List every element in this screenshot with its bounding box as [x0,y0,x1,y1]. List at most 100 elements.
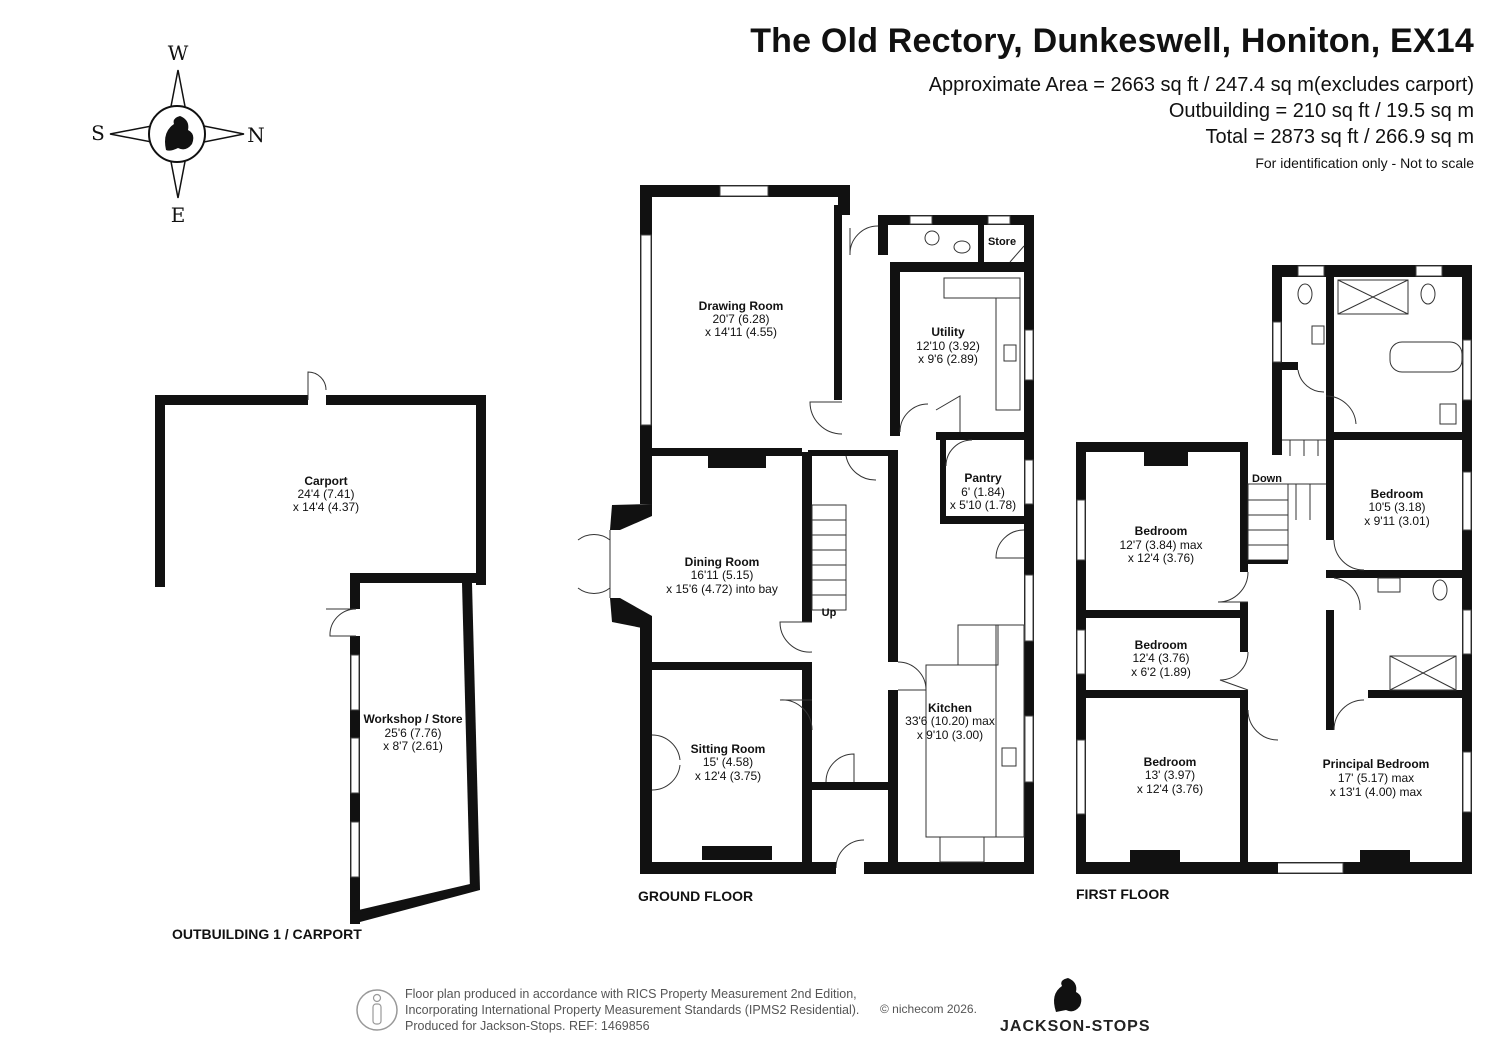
ff-wall-bed1-bottom [1086,610,1246,618]
ff-principal-bedroom-dim2: x 13'1 (4.00) max [1330,785,1422,799]
footer-line-2: Incorporating International Property Mea… [405,1003,860,1017]
gf-door-entrance-top [849,225,879,256]
gf-utility-sink-icon [1003,344,1017,362]
ff-bedroom1-dim1: 12'7 (3.84) max [1120,538,1203,552]
compass-label-bottom: E [171,203,186,227]
stag-logo-icon [165,116,194,151]
gf-wall-hall-top [808,450,888,456]
ff-door-bed4 [1333,539,1365,571]
outbuilding-area: Outbuilding = 210 sq ft / 19.5 sq m [1168,100,1474,122]
gf-dining-room-name: Dining Room [685,555,760,569]
ff-wall-wc-bottom [1282,362,1298,370]
gf-window-pantry [1024,459,1034,505]
carport-door [307,371,327,400]
outbuilding-plan: Carport 24'4 (7.41) x 14'4 (4.37) Worksh… [155,371,486,942]
ff-door-bed2 [1219,651,1249,691]
gf-wall-bottom-right [864,862,1034,874]
gf-door-porch [825,753,855,783]
workshop-window-3 [350,821,360,878]
ff-bedroom2-dim1: 12'4 (3.76) [1133,651,1190,665]
gf-door-kitchen [897,661,927,691]
gf-drawing-room-name: Drawing Room [699,299,784,313]
compass-label-top: W [168,41,189,65]
gf-wall-porch-top [812,782,892,790]
ff-window-shower [1462,609,1472,655]
carport-wall-top-left [155,395,308,405]
workshop-dim2: x 8'7 (2.61) [383,739,443,753]
carport-dim2: x 14'4 (4.37) [293,500,359,514]
gf-store-door [1009,245,1025,263]
gf-kitchen-counter-left [925,664,997,838]
gf-pantry-dim2: x 5'10 (1.78) [950,498,1016,512]
ff-ensuite-basin-icon [1377,577,1401,593]
ff-bath-tub-icon [1389,341,1463,373]
total-area: Total = 2873 sq ft / 266.9 sq m [1205,126,1475,148]
gf-kitchen-counter [995,624,1025,838]
ff-door-bed1 [1217,571,1249,603]
ff-wall-bath-bottom [1326,432,1472,440]
ff-door-shower [1333,577,1361,611]
gf-door-front [835,839,865,869]
ff-ensuite-shower-icon [1389,655,1457,691]
ff-door-bath [1325,395,1357,425]
workshop-wall-bottom [350,884,480,922]
gf-pantry-dim1: 6' (1.84) [961,485,1005,499]
gf-window-drawing-top [719,185,769,197]
gf-wall-left-mid [640,452,652,504]
gf-fireplace-sitting [702,846,772,860]
gf-stairs-up [811,504,847,611]
copyright: © nichecom 2026. [880,1002,977,1016]
gf-wall-drawing-bottom [652,448,802,456]
gf-kitchen-name: Kitchen [928,701,972,715]
gf-pantry-name: Pantry [964,471,1002,485]
ff-door-principal [1333,699,1365,731]
ff-bedroom4-dim2: x 9'11 (3.01) [1364,514,1429,528]
gf-door-dining [779,621,813,653]
gf-dining-room-dim1: 16'11 (5.15) [691,568,754,582]
ff-window-bed3 [1076,739,1086,815]
gf-wall-drawing-right [834,205,842,400]
ff-door-wc [1297,369,1325,393]
footer-line-1: Floor plan produced in accordance with R… [405,987,857,1001]
ff-fireplace-bed3 [1130,850,1180,862]
gf-wc-toilet-icon [953,240,971,254]
gf-range-cooker-icon [939,836,985,863]
ff-wall-bed4-left [1326,440,1334,540]
jackson-stops-logo-icon [1054,978,1082,1012]
gf-utility-counter-right [995,297,1021,411]
ff-stairs-rail [1248,560,1288,564]
workshop-door [326,608,357,637]
ff-bedroom3-dim1: 13' (3.97) [1145,768,1195,782]
gf-utility-dim1: 12'10 (3.92) [916,339,980,353]
ff-wall-bed1-right [1240,452,1248,572]
ff-wc-toilet-icon [1297,283,1313,305]
ff-principal-bedroom-dim1: 17' (5.17) max [1338,771,1414,785]
ff-bath-toilet-icon [1420,283,1436,305]
scale-note: For identification only - Not to scale [1255,155,1474,171]
ff-bath-basin-icon [1439,403,1457,425]
gf-wall-dining-right [802,452,812,622]
ff-window-principal-bottom [1274,862,1344,874]
ff-stairs-label: Down [1252,473,1282,485]
ff-wall-shower-bottom [1368,690,1462,698]
ff-wall-bed3-right [1240,690,1248,862]
carport-wall-right [476,395,486,585]
ff-window-ensuite-left [1272,321,1282,363]
gf-wall-wc-left [878,215,888,255]
ff-wall-top-left [1076,442,1248,452]
workshop-wall-top [350,573,486,583]
gf-door-utility [899,395,961,436]
ff-shower-tray-icon [1337,279,1409,315]
approximate-area: Approximate Area = 2663 sq ft / 247.4 sq… [928,74,1474,96]
ff-door-bed3 [1247,709,1279,741]
gf-wall-kitchen-left-top [888,450,898,662]
gf-door-sitting [779,699,813,731]
gf-window-kitchen-2 [1024,715,1034,783]
gf-bay-doors [577,530,611,598]
ff-bedroom2-dim2: x 6'2 (1.89) [1131,665,1191,679]
gf-wall-left-bottom [640,616,652,874]
ff-wall-bottom-mid [1248,862,1278,874]
gf-stairs-label: Up [822,607,837,619]
gf-wall-pantry-top [936,432,1028,440]
ff-window-principal [1462,751,1472,813]
